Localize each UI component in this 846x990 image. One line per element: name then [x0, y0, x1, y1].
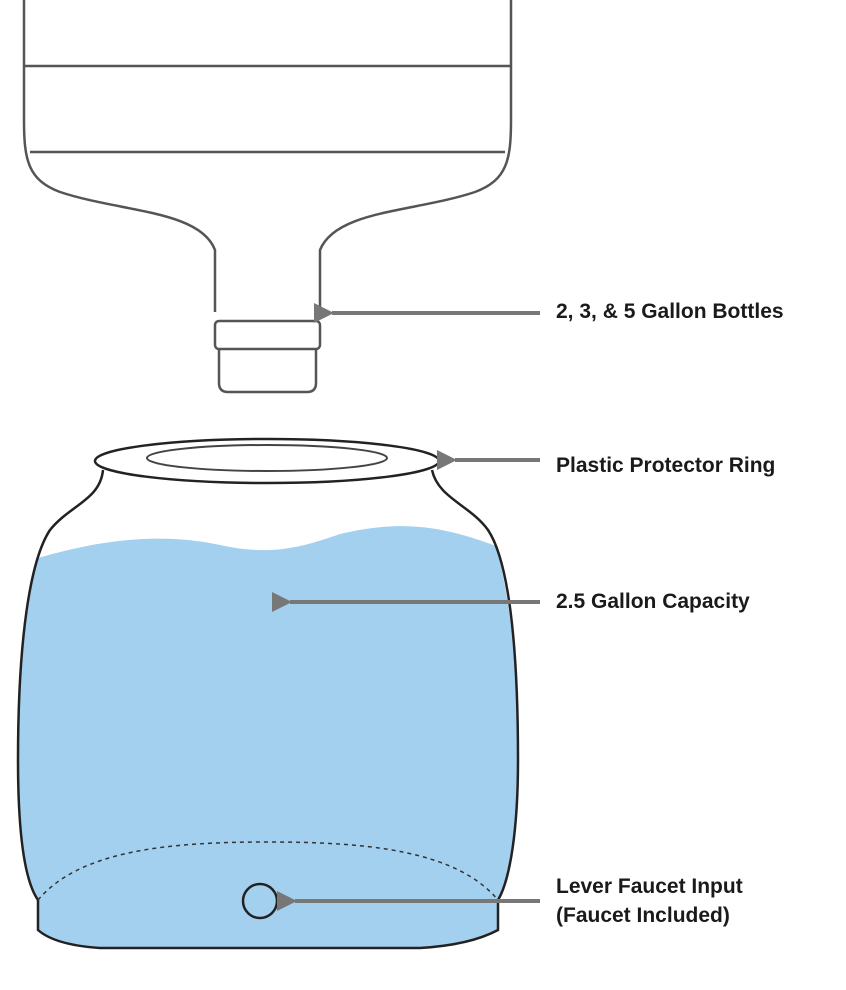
crock-water-fill — [18, 526, 518, 948]
label-faucet-included: (Faucet Included) — [556, 904, 730, 927]
callout-arrows — [272, 303, 540, 911]
label-bottles: 2, 3, & 5 Gallon Bottles — [556, 300, 784, 323]
crock-dispenser — [16, 437, 520, 950]
label-protector-ring: Plastic Protector Ring — [556, 454, 776, 477]
bottle-mouth — [217, 349, 318, 394]
label-faucet-input: Lever Faucet Input — [556, 875, 743, 898]
crock-base-dashed — [37, 841, 499, 901]
bottle-neck-ring — [213, 319, 322, 351]
water-bottle — [22, 0, 513, 394]
protector-ring-inner — [146, 444, 388, 472]
crock-body-outline — [16, 469, 520, 950]
label-capacity: 2.5 Gallon Capacity — [556, 590, 750, 613]
bottle-body-outline — [22, 0, 513, 312]
